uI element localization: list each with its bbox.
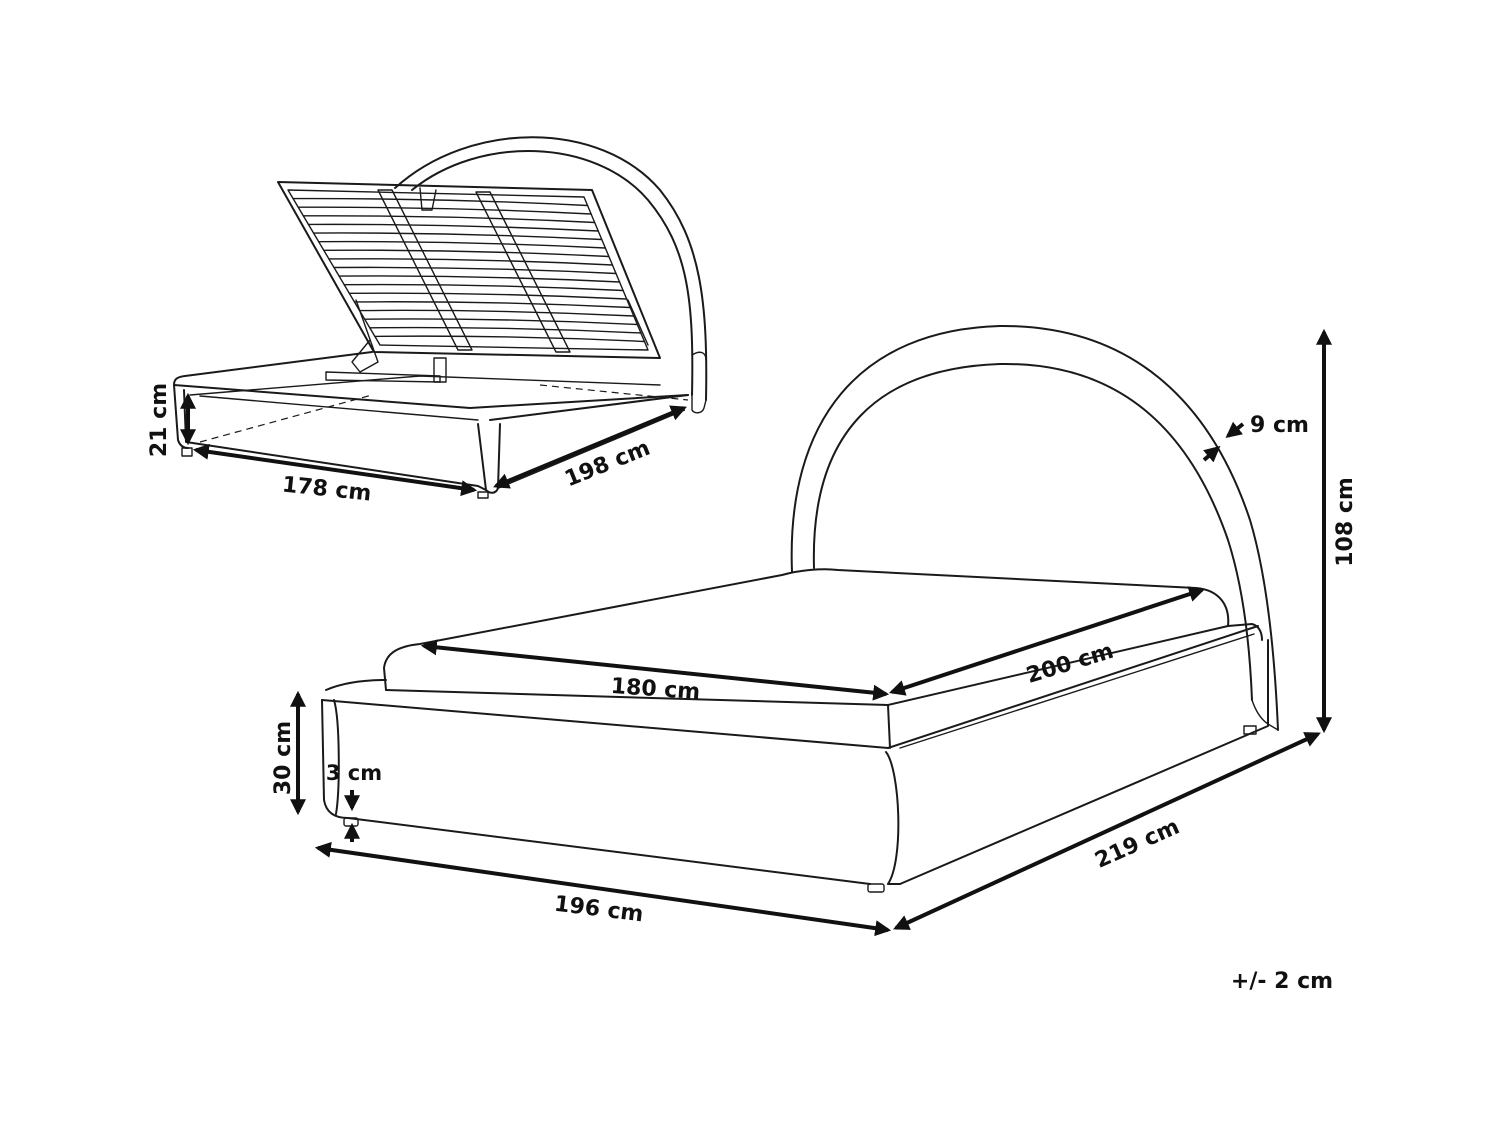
total-length-label: 219 cm: [1091, 814, 1183, 873]
slat: [312, 232, 603, 241]
slat: [369, 326, 642, 334]
total-width-arrow: [314, 841, 892, 937]
frame-height-label: 30 cm: [271, 721, 296, 795]
slat: [374, 335, 646, 343]
slat: [323, 249, 610, 258]
mattress-width-label: 180 cm: [610, 674, 701, 705]
storage-length-arrow: [493, 405, 687, 489]
leg: [867, 883, 885, 893]
mattress-width-arrow: [420, 639, 890, 701]
total-height-label: 108 cm: [1333, 477, 1358, 567]
slatted-frame: [277, 181, 661, 359]
slat: [353, 301, 631, 309]
slat: [348, 292, 628, 300]
slat: [343, 283, 624, 292]
slat: [317, 240, 607, 249]
slat: [333, 266, 617, 275]
total-width-label: 196 cm: [553, 892, 645, 928]
headboard-thickness-arrow-top: [1225, 421, 1245, 438]
storage-length-label: 198 cm: [561, 436, 653, 493]
slat: [302, 215, 596, 224]
headboard-thickness-label: 9 cm: [1250, 413, 1309, 438]
storage-bed-drawing: 21 cm 178 cm 198 cm: [147, 136, 708, 507]
slat: [363, 318, 639, 326]
mattress-length-label: 200 cm: [1024, 639, 1117, 689]
slat: [358, 309, 635, 317]
total-length-arrow: [893, 732, 1321, 930]
leg-height-label: 3 cm: [326, 761, 382, 785]
storage-width-label: 178 cm: [281, 472, 373, 506]
tolerance-note: +/- 2 cm: [1231, 969, 1333, 994]
slat: [297, 206, 592, 215]
slat: [307, 223, 599, 232]
slat: [338, 275, 621, 283]
storage-height-label: 21 cm: [147, 383, 172, 457]
headboard-thickness-arrow-bottom: [1202, 445, 1221, 463]
mattress-length-arrow: [888, 586, 1206, 696]
slat: [328, 258, 614, 266]
storage-width-arrow: [192, 443, 478, 497]
slat: [292, 197, 589, 207]
